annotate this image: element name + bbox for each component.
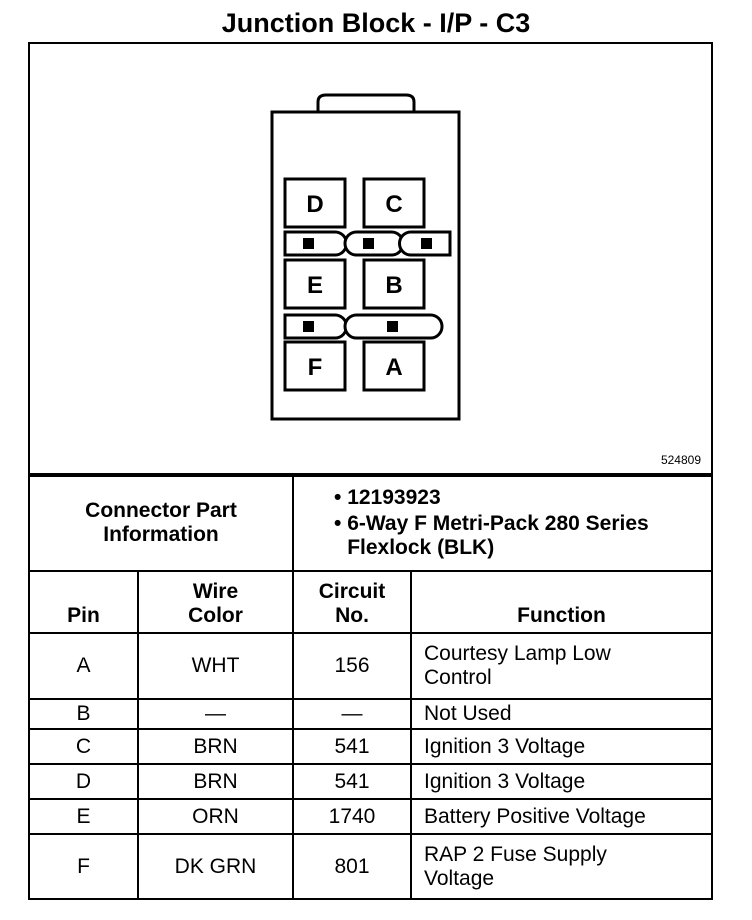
pin-cavity-a bbox=[362, 340, 426, 392]
cell-pin: E bbox=[28, 798, 139, 835]
cell-circuit: 801 bbox=[292, 833, 412, 900]
pin-label: C bbox=[385, 191, 402, 218]
cell-pin: D bbox=[28, 763, 139, 800]
table-row: C BRN 541 Ignition 3 Voltage bbox=[28, 728, 713, 765]
cell-circuit: 541 bbox=[292, 763, 412, 800]
pin-label: A bbox=[385, 354, 402, 381]
pinout-table: Connector Part Information • 12193923 • … bbox=[28, 473, 713, 900]
figure-code: 524809 bbox=[660, 453, 701, 467]
latch bbox=[283, 313, 348, 340]
table-row: B — — Not Used bbox=[28, 698, 713, 730]
cell-function: Ignition 3 Voltage bbox=[410, 763, 713, 800]
connector-info-label: Connector Part Information bbox=[28, 473, 294, 572]
part-number: 12193923 bbox=[347, 485, 441, 509]
cell-circuit: 156 bbox=[292, 632, 412, 700]
cell-pin: F bbox=[28, 833, 139, 900]
pin-cavity-b bbox=[362, 258, 426, 310]
cell-color: ORN bbox=[137, 798, 294, 835]
header-circuit: Circuit No. bbox=[292, 570, 412, 634]
table-row: A WHT 156 Courtesy Lamp Low Control bbox=[28, 632, 713, 700]
table-row: E ORN 1740 Battery Positive Voltage bbox=[28, 798, 713, 835]
connector-description: 6-Way F Metri-Pack 280 Series Flexlock (… bbox=[347, 511, 649, 559]
cell-function: RAP 2 Fuse Supply Voltage bbox=[410, 833, 713, 900]
pin-label: D bbox=[306, 191, 323, 218]
cell-circuit: 1740 bbox=[292, 798, 412, 835]
cell-function: Ignition 3 Voltage bbox=[410, 728, 713, 765]
pin-cavity-f bbox=[283, 340, 347, 392]
cell-pin: C bbox=[28, 728, 139, 765]
latch bbox=[283, 230, 348, 257]
cell-function: Not Used bbox=[410, 698, 713, 730]
header-pin: Pin bbox=[28, 570, 139, 634]
cell-color: WHT bbox=[137, 632, 294, 700]
connector-lock-tab bbox=[316, 93, 416, 112]
table-row: F DK GRN 801 RAP 2 Fuse Supply Voltage bbox=[28, 833, 713, 900]
connector-info-row: Connector Part Information • 12193923 • … bbox=[28, 473, 713, 572]
cell-color: BRN bbox=[137, 728, 294, 765]
pin-cavity-c bbox=[362, 177, 426, 229]
cell-pin: B bbox=[28, 698, 139, 730]
pin-label: E bbox=[307, 272, 323, 299]
pin-label: F bbox=[308, 354, 323, 381]
cell-function: Battery Positive Voltage bbox=[410, 798, 713, 835]
pin-cavity-d bbox=[283, 177, 347, 229]
cell-color: BRN bbox=[137, 763, 294, 800]
header-wire-color: Wire Color bbox=[137, 570, 294, 634]
page-title: Junction Block - I/P - C3 bbox=[221, 8, 531, 38]
cell-circuit: 541 bbox=[292, 728, 412, 765]
header-function: Function bbox=[410, 570, 713, 634]
table-row: D BRN 541 Ignition 3 Voltage bbox=[28, 763, 713, 800]
table-header: Pin Wire Color Circuit No. Function bbox=[28, 570, 713, 634]
connector-face-diagram: D C E B F A bbox=[270, 93, 461, 421]
pin-cavity-e bbox=[283, 258, 347, 310]
cell-function: Courtesy Lamp Low Control bbox=[410, 632, 713, 700]
connector-info-values: • 12193923 • 6-Way F Metri-Pack 280 Seri… bbox=[292, 473, 713, 572]
cell-color: — bbox=[137, 698, 294, 730]
pin-label: B bbox=[385, 272, 402, 299]
cell-circuit: — bbox=[292, 698, 412, 730]
cell-pin: A bbox=[28, 632, 139, 700]
cell-color: DK GRN bbox=[137, 833, 294, 900]
connector-diagram-frame: D C E B F A 524809 bbox=[28, 42, 713, 477]
